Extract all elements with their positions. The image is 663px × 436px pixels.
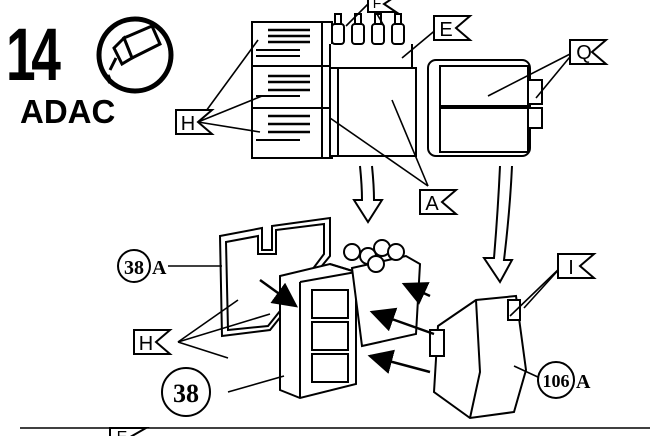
- down-arrow-right: [482, 165, 514, 284]
- part-ref-106a-number: 106: [543, 371, 570, 391]
- callout-a-top-label: A: [425, 193, 439, 215]
- callout-e-bottom: E: [109, 427, 150, 436]
- callout-f-label: F: [373, 0, 382, 11]
- analyzer-106a: [429, 294, 528, 420]
- callout-f: F: [367, 0, 400, 13]
- bottle-tray-top: [329, 13, 413, 69]
- callout-q: Q: [569, 39, 609, 65]
- analyzer-unit-top: [329, 67, 417, 157]
- adhesive-tube-icon: [96, 16, 174, 94]
- part-ref-38a: 38 A: [117, 249, 167, 283]
- down-arrow-left: [352, 165, 384, 224]
- module-q-top: [427, 59, 543, 157]
- callout-h-top: H: [175, 109, 215, 135]
- panel-back: [218, 216, 331, 338]
- part-ref-106a-suffix: A: [576, 371, 591, 393]
- callout-e-bottom-label: E: [117, 429, 128, 436]
- callout-h-bottom-label: H: [139, 333, 153, 355]
- assembly-arrows: [259, 278, 435, 374]
- brand-label: ADAC: [20, 93, 116, 130]
- part-ref-38a-number: 38: [124, 257, 144, 279]
- callout-e: E: [433, 15, 473, 41]
- part-ref-38a-suffix: A: [152, 257, 167, 279]
- callout-h-bottom: H: [133, 329, 173, 355]
- part-ref-38-number: 38: [173, 379, 199, 408]
- cabinet-stack-top: [251, 21, 333, 159]
- callout-e-label: E: [439, 19, 452, 41]
- part-ref-38: 38: [161, 367, 211, 417]
- leader-lines: [20, 1, 650, 429]
- callout-a-top: A: [419, 189, 459, 215]
- callout-q-label: Q: [576, 42, 592, 64]
- part-ref-106a: 106 A: [537, 361, 591, 399]
- callout-i-label: I: [568, 257, 574, 279]
- step-number: 14: [6, 13, 61, 96]
- cabinet-bottom: [279, 262, 357, 400]
- callout-i: I: [557, 253, 597, 279]
- callout-h-top-label: H: [181, 113, 195, 135]
